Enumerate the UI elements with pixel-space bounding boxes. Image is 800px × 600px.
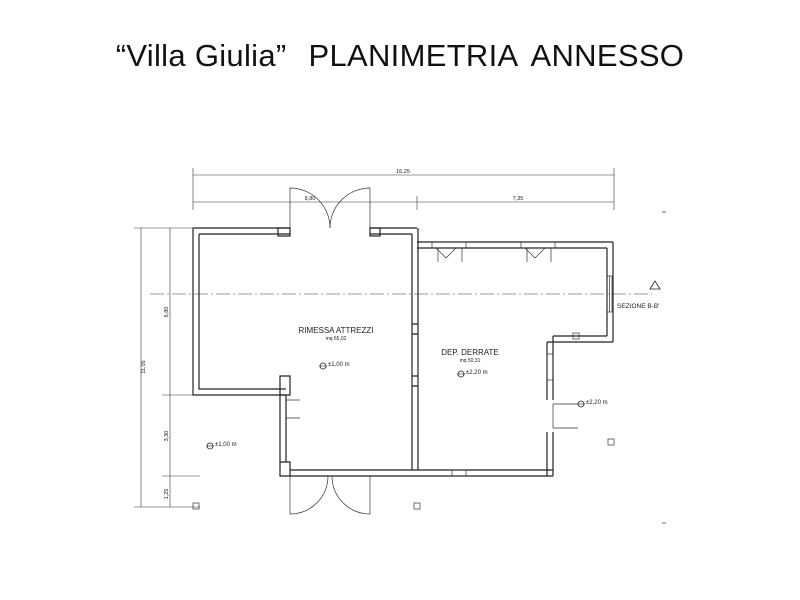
- level-marker-outside-right: ±2,20 m: [577, 400, 608, 408]
- threshold-derrate: [451, 469, 467, 477]
- title-annex-label: ANNESSO: [530, 38, 685, 73]
- room-derrate-level: ±2,20 m: [466, 370, 488, 376]
- top-dimensions: 16,25 8,80 7,35: [192, 168, 615, 210]
- pillar-marker: [607, 438, 615, 446]
- pier-top-right-door: [369, 227, 381, 237]
- pillar-marker: [413, 502, 421, 510]
- wall-derrate-top: [417, 241, 613, 249]
- door-south-right-swing: [331, 475, 371, 515]
- title-villa-name: “Villa Giulia”: [115, 38, 287, 73]
- level-marker-rimessa: ±1,00 m: [319, 362, 350, 370]
- pillar-marker: [572, 332, 580, 340]
- room-derrate-area: mq 50,31: [460, 358, 481, 364]
- door-south-left-swing: [289, 475, 329, 515]
- outside-level-right: ±2,20 m: [586, 400, 608, 406]
- door-rimessa-west: [286, 399, 300, 419]
- wall-rimessa-bottom: [290, 469, 372, 477]
- window-north-2: [520, 241, 556, 249]
- outside-level-left: ±1,00 m: [215, 442, 237, 448]
- room-rimessa-level: ±1,00 m: [328, 362, 350, 368]
- wall-partition-openings: [412, 323, 418, 387]
- exterior-markers: [192, 211, 666, 524]
- dim-right-width-label: 7,35: [513, 196, 524, 202]
- walls: [192, 227, 614, 477]
- door-derrate-east: [552, 403, 578, 429]
- wall-derrate-bottom: [372, 469, 553, 477]
- room-derrate-name: DEP. DERRATE: [441, 348, 499, 357]
- wall-pier: [279, 375, 291, 396]
- level-marker-derrate: ±2,20 m: [457, 370, 488, 378]
- pier-top-left-door: [277, 227, 291, 237]
- doors: [286, 187, 578, 515]
- left-dimensions: 11,05 6,80 3,30 1,25: [134, 227, 200, 508]
- room-rimessa-area: mq 65,02: [326, 336, 347, 342]
- door-derrate-north-1: [435, 247, 463, 262]
- window-southeast: [546, 353, 554, 381]
- wall-derrate-step: [547, 335, 613, 343]
- wall-derrate-lower-right: [546, 336, 554, 476]
- section-arrow-icon: [649, 280, 661, 290]
- wall-rimessa-lower-left: [279, 395, 291, 477]
- wall-rimessa-top-left: [192, 227, 417, 396]
- dim-left-width-label: 8,80: [305, 196, 316, 202]
- page-title: “Villa Giulia” PLANIMETRIA ANNESSO: [0, 38, 800, 74]
- dim-overall-height-label: 11,05: [141, 360, 147, 373]
- level-marker-outside-left: ±1,00 m: [206, 442, 237, 450]
- door-north-right-swing: [329, 187, 371, 229]
- pillar-marker: [192, 502, 200, 510]
- wall-partition: [411, 228, 419, 470]
- section-label: SEZIONE B-B': [617, 303, 659, 310]
- dim-height-mid-label: 3,30: [164, 431, 170, 442]
- window-north-1: [431, 241, 467, 249]
- dim-height-bottom-label: 1,25: [164, 489, 170, 500]
- title-plan-label: PLANIMETRIA: [308, 38, 519, 73]
- door-derrate-north-2: [524, 247, 552, 262]
- dim-height-top-label: 6,80: [164, 307, 170, 318]
- door-north-left-swing: [289, 187, 331, 229]
- dim-overall-width-label: 16,25: [396, 169, 410, 175]
- room-rimessa-name: RIMESSA ATTREZZI: [299, 326, 374, 335]
